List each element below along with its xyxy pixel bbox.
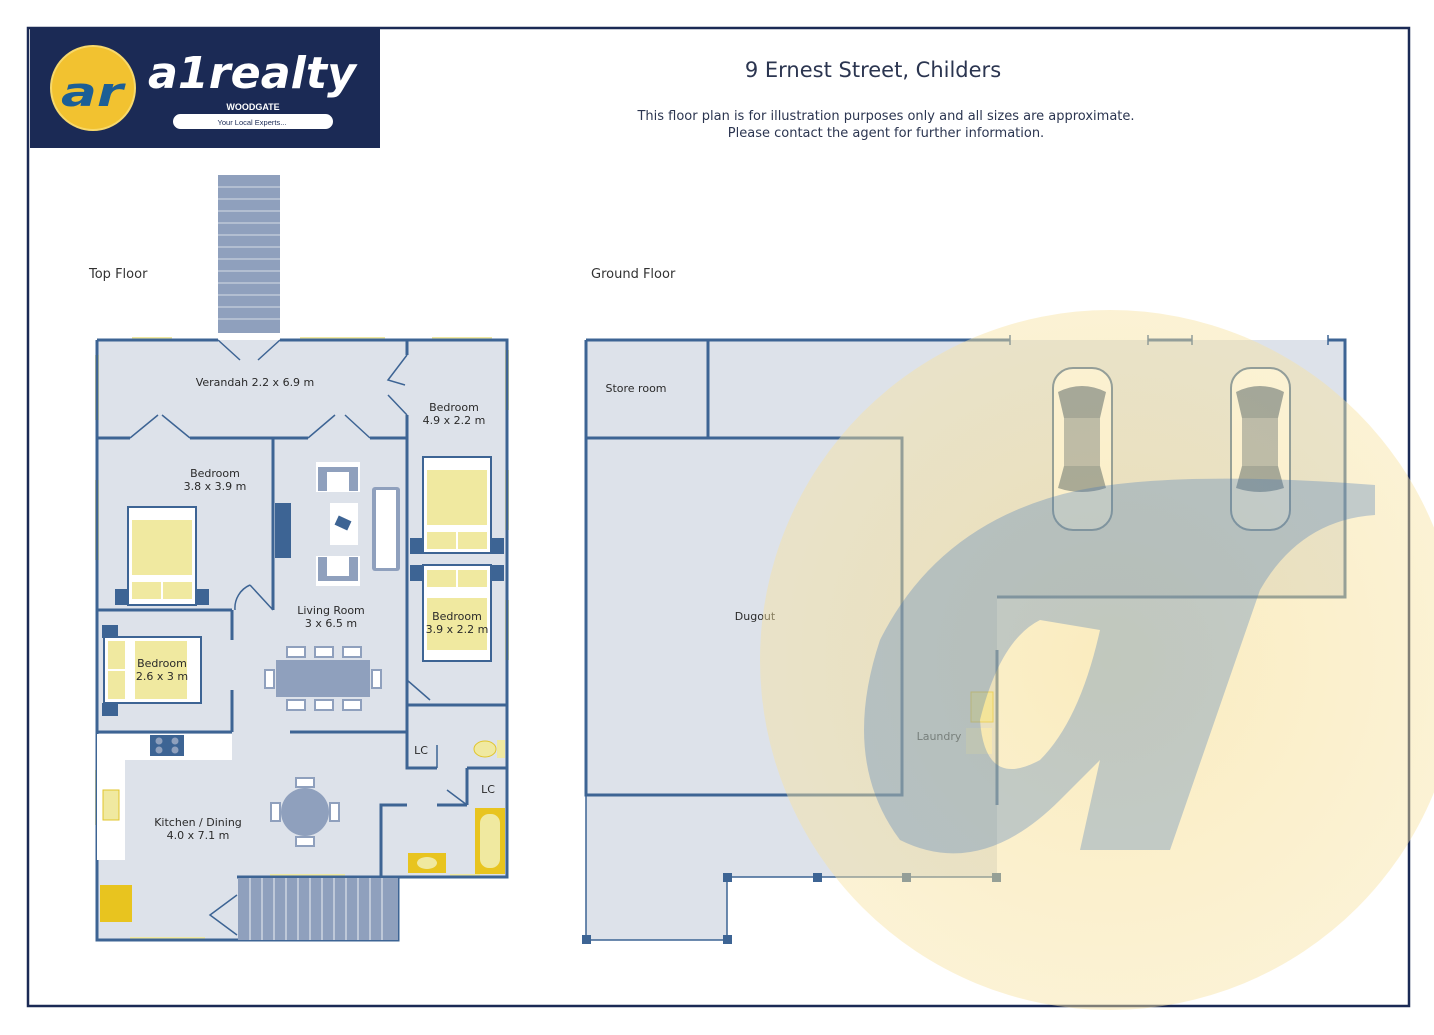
bathroom-fixtures: [408, 740, 505, 874]
room-label-bedroom-1: Bedroom: [429, 401, 479, 414]
ground-floor-plan: Store room Dugout Laundry: [582, 335, 1347, 944]
page-title: 9 Ernest Street, Childers: [745, 58, 1001, 82]
room-label-kitchen: Kitchen / Dining: [154, 816, 242, 829]
room-label-bedroom-3: Bedroom: [432, 610, 482, 623]
room-size-kitchen: 4.0 x 7.1 m: [167, 829, 230, 842]
top-floor-plan: Verandah 2.2 x 6.9 m Bedroom 4.9 x 2.2 m…: [95, 175, 509, 942]
room-size-bedroom-4: 2.6 x 3 m: [136, 670, 188, 683]
laundry-tub-icon: [970, 691, 994, 723]
agency-logo: ar a1realty WOODGATE Your Local Experts.…: [30, 29, 380, 148]
stairs-internal: [208, 878, 398, 940]
room-size-living: 3 x 6.5 m: [305, 617, 357, 630]
room-size-bedroom-2: 3.8 x 3.9 m: [184, 480, 247, 493]
sofa-icon: [275, 462, 400, 586]
car-icon: [1230, 367, 1291, 531]
washer-icon: [966, 728, 992, 754]
logo-mark: ar: [61, 70, 126, 116]
disclaimer-line-1: This floor plan is for illustration purp…: [636, 109, 1134, 124]
room-label-verandah: Verandah 2.2 x 6.9 m: [196, 376, 315, 389]
top-floor-title: Top Floor: [88, 267, 148, 282]
car-icon: [1052, 367, 1113, 531]
room-label-laundry: Laundry: [917, 730, 962, 743]
bed-icon: [410, 456, 504, 554]
logo-location: WOODGATE: [226, 102, 279, 112]
dining-table-icon: [264, 646, 382, 847]
room-label-lc-2: LC: [481, 783, 495, 796]
logo-tagline: Your Local Experts...: [218, 118, 287, 127]
room-label-living: Living Room: [297, 604, 365, 617]
kitchen-counter: [97, 734, 232, 922]
bed-icon: [115, 506, 209, 606]
ground-floor-title: Ground Floor: [591, 267, 676, 282]
room-label-dugout: Dugout: [735, 610, 776, 623]
bed-icon: [102, 625, 202, 716]
logo-circle-icon: [50, 45, 136, 131]
room-label-bedroom-4: Bedroom: [137, 657, 187, 670]
room-size-bedroom-1: 4.9 x 2.2 m: [423, 414, 486, 427]
room-label-lc-1: LC: [414, 744, 428, 757]
disclaimer-line-2: Please contact the agent for further inf…: [728, 126, 1044, 141]
room-size-bedroom-3: 3.9 x 2.2 m: [426, 623, 489, 636]
room-label-bedroom-2: Bedroom: [190, 467, 240, 480]
bed-icon: [410, 564, 504, 662]
stairs-top: [218, 175, 280, 333]
logo-brand: a1realty: [148, 48, 358, 99]
room-label-store: Store room: [605, 382, 666, 395]
